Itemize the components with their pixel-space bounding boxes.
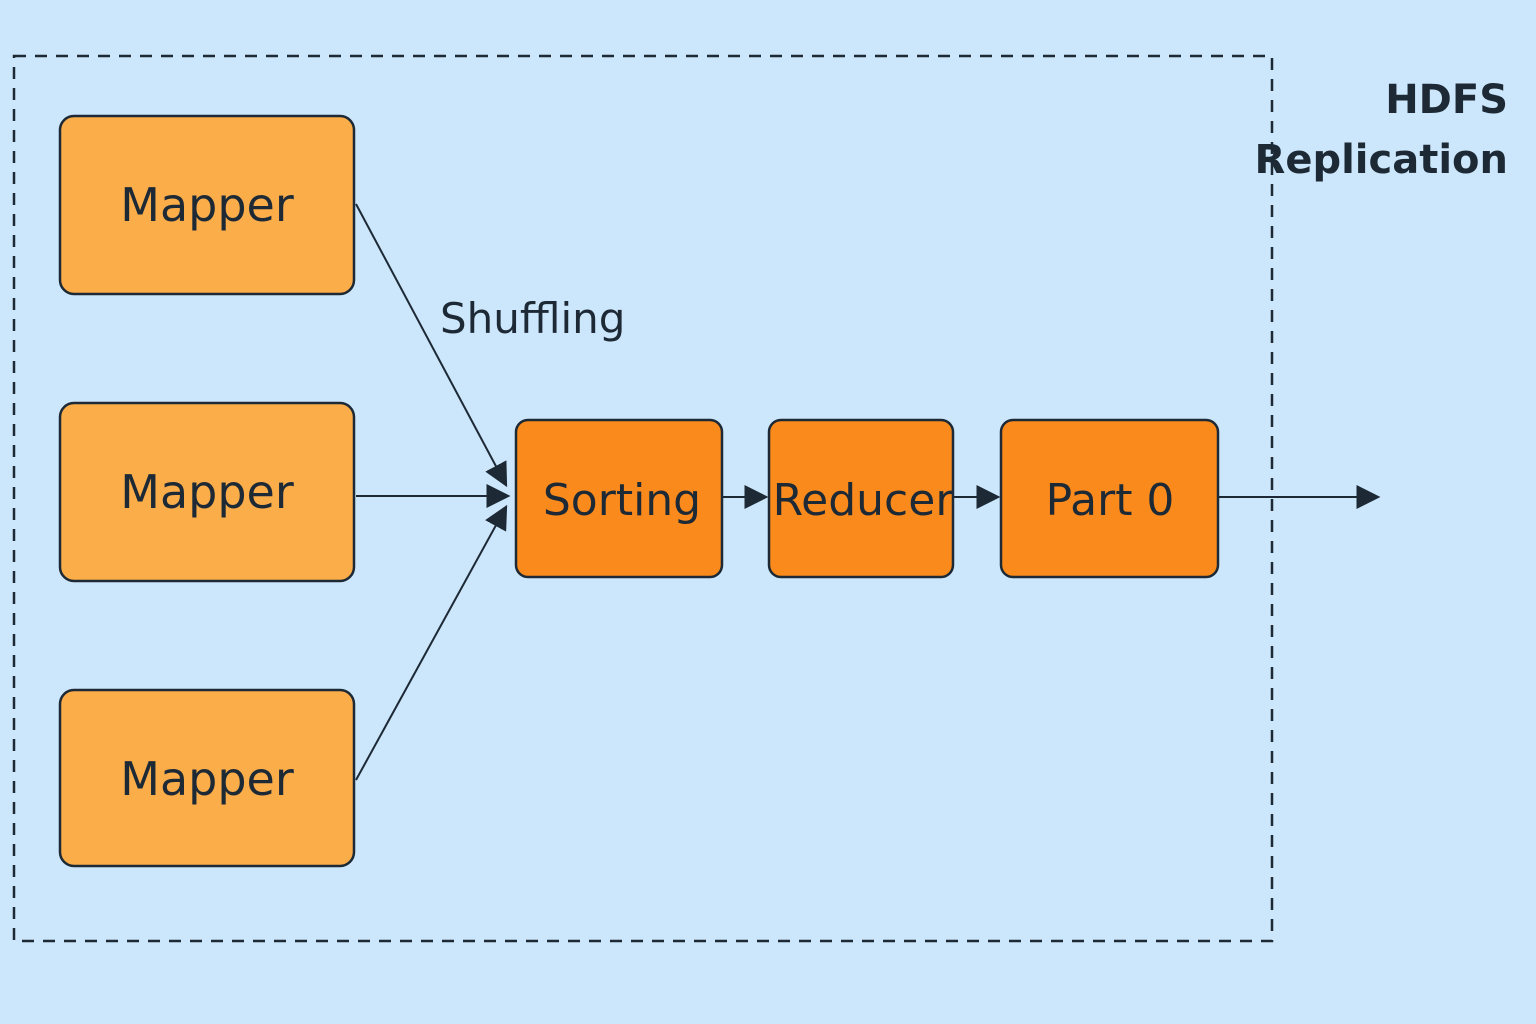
shuffle-edge-1 [355,203,508,488]
output-part-label: Part 0 [1046,475,1175,526]
reducer-label: Reducer [773,475,955,526]
output-part-node: Part 0 [999,418,1220,579]
mapper-label: Mapper [120,178,294,232]
sorting-label: Sorting [543,475,701,526]
mapper-node-2: Mapper [58,401,356,583]
reducer-node: Reducer [767,418,955,579]
hdfs-label-line2: Replication [1255,137,1508,183]
shuffle-edge-3 [355,504,508,781]
mapper-label: Mapper [120,465,294,519]
sorting-node: Sorting [514,418,724,579]
hdfs-label-line1: HDFS [1385,77,1508,123]
hdfs-boundary [12,54,1274,943]
mapper-node-3: Mapper [58,688,356,868]
shuffling-label: Shuffling [440,294,625,343]
mapper-node-1: Mapper [58,114,356,296]
mapper-label: Mapper [120,752,294,806]
